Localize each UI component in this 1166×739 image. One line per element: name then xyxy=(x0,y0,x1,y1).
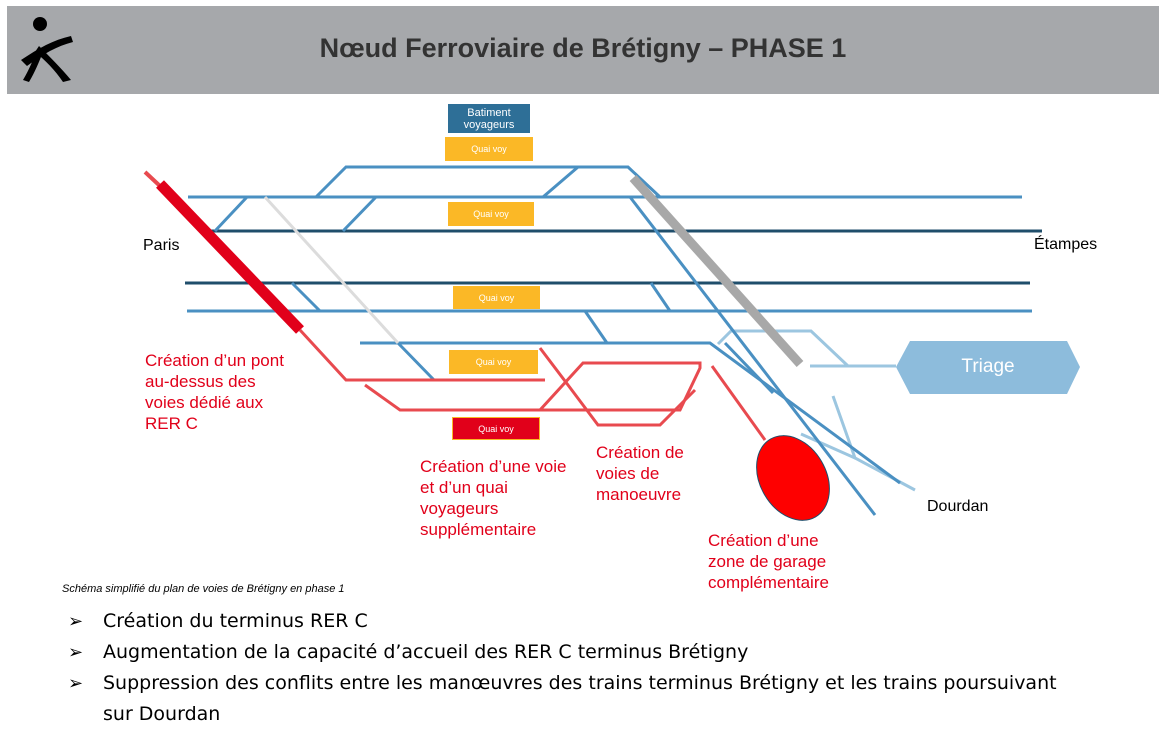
main-tracks xyxy=(185,195,1042,313)
new-red-tracks xyxy=(298,328,767,441)
annotation-pont: Création d’un pont au-dessus des voies d… xyxy=(145,351,284,433)
quai-2: Quai voy xyxy=(448,202,534,226)
station-etampes: Étampes xyxy=(1034,236,1098,253)
page-title: Nœud Ferroviaire de Brétigny – PHASE 1 xyxy=(319,33,847,63)
quai-4: Quai voy xyxy=(449,350,538,374)
grey-bridge-bar xyxy=(629,174,804,368)
stick-figure-icon xyxy=(21,17,73,82)
header-bar: Nœud Ferroviaire de Brétigny – PHASE 1 xyxy=(7,6,1159,94)
batiment-voyageurs: Batiment voyageurs xyxy=(448,104,530,133)
bullet-item: ➢Augmentation de la capacité d’accueil d… xyxy=(68,637,1103,668)
diagram-caption: Schéma simplifié du plan de voies de Bré… xyxy=(62,583,345,595)
annotation-voie-quai: Création d’une voie et d’un quai voyageu… xyxy=(420,457,567,539)
arrow-bullet-icon: ➢ xyxy=(68,611,84,632)
grey-track xyxy=(263,195,400,345)
bullet-item: ➢Création du terminus RER C xyxy=(68,606,1103,637)
bullet-item: ➢Suppression des conflits entre les manœ… xyxy=(68,668,1063,730)
quai-1: Quai voy xyxy=(445,137,533,161)
quai-3: Quai voy xyxy=(453,286,540,309)
red-bridge-approach xyxy=(143,170,162,188)
arrow-bullet-icon: ➢ xyxy=(68,642,84,663)
branch-tracks xyxy=(213,165,901,516)
arrow-bullet-icon: ➢ xyxy=(68,673,84,694)
garage-zone xyxy=(756,435,830,521)
quai-new: Quai voy xyxy=(452,417,540,440)
track-diagram xyxy=(143,165,1080,521)
triage-label: Triage xyxy=(961,356,1015,377)
triage-shape xyxy=(896,341,1080,394)
station-dourdan: Dourdan xyxy=(927,498,989,515)
annotation-garage: Création d’une zone de garage complément… xyxy=(708,531,829,592)
station-paris: Paris xyxy=(143,237,180,254)
annotation-manoeuvre: Création de voies de manoeuvre xyxy=(596,443,684,504)
red-bridge-bar xyxy=(156,180,304,334)
bullet-list: ➢Création du terminus RER C ➢Augmentatio… xyxy=(68,606,1103,730)
